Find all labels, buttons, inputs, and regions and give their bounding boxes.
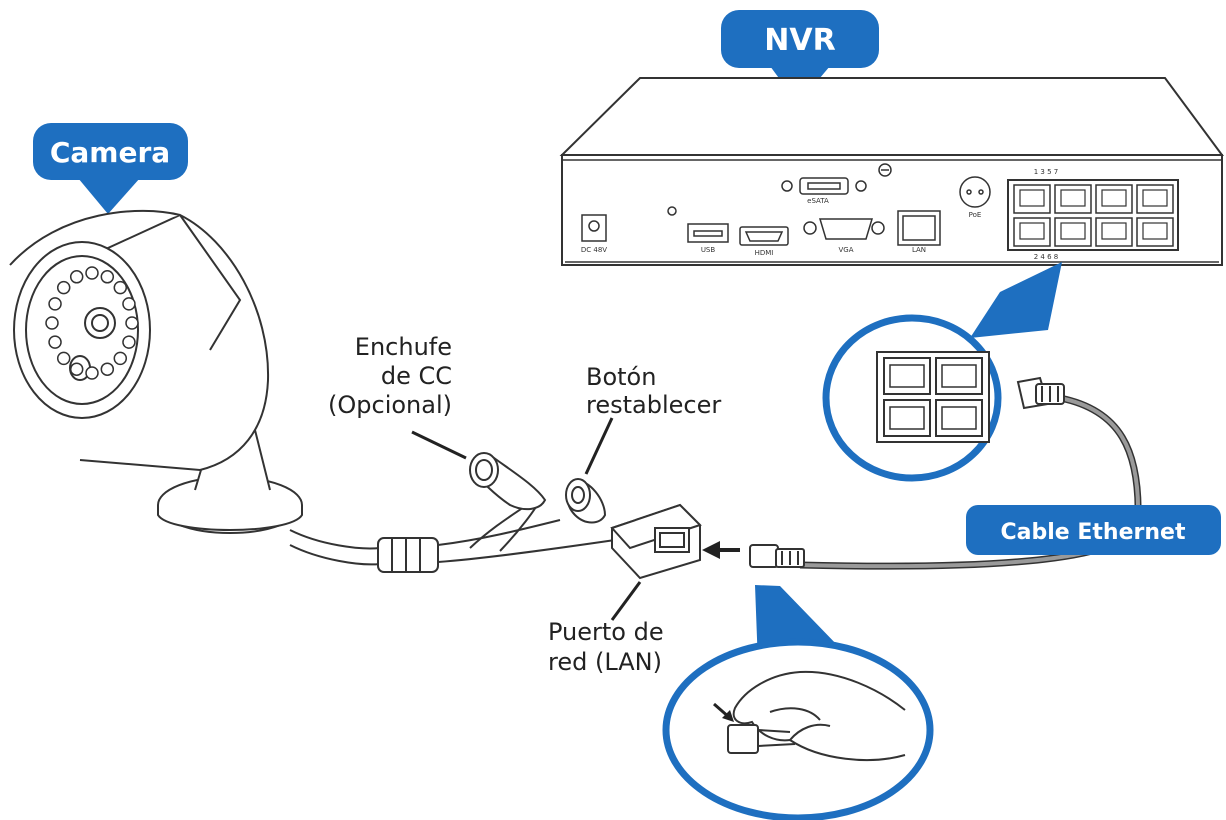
reset-button-connector <box>565 478 607 524</box>
camera-ir-leds <box>45 266 139 380</box>
zoom-port <box>883 399 931 437</box>
cable-ethernet-label: Cable Ethernet <box>1001 520 1186 545</box>
ir-led <box>100 362 115 376</box>
ports-zoom-circle <box>822 262 1062 482</box>
reset-button-label-line1: Botón <box>586 363 656 391</box>
zoom-port <box>883 357 931 395</box>
ethernet-plug-camera-side <box>749 544 805 568</box>
zoom-port <box>935 399 983 437</box>
ir-led <box>56 280 71 295</box>
poe-label: PoE <box>969 211 982 219</box>
nvr-callout: NVR <box>721 10 879 104</box>
poe-bottom-numbers: 2 4 6 8 <box>1034 253 1059 261</box>
dc-plug-label-line2: de CC <box>381 362 452 390</box>
ir-led <box>56 351 71 366</box>
vga-label: VGA <box>838 246 853 254</box>
ir-led <box>113 280 128 295</box>
dc-plug-label-line3: (Opcional) <box>328 391 452 419</box>
cable-ethernet-callout: Cable Ethernet <box>966 505 1221 555</box>
nvr-poe-ports <box>1013 184 1174 247</box>
camera-icon <box>9 209 303 534</box>
zoom-port <box>935 357 983 395</box>
ir-led <box>45 316 59 330</box>
ir-led <box>100 270 115 284</box>
poe-port <box>1013 184 1051 214</box>
poe-port <box>1095 184 1133 214</box>
ir-led <box>69 362 84 376</box>
lan-port-label-line2: red (LAN) <box>548 648 662 676</box>
poe-port <box>1013 217 1051 247</box>
power-label: DC 48V <box>581 246 607 254</box>
dc-plug-connector <box>469 452 547 511</box>
ir-led <box>113 351 128 366</box>
reset-button-label: Botón restablecer <box>586 363 721 419</box>
reset-button-label-line2: restablecer <box>586 391 721 419</box>
ir-led <box>85 266 99 280</box>
poe-port <box>1095 217 1133 247</box>
poe-top-numbers: 1 3 5 7 <box>1034 168 1059 176</box>
poe-port <box>1136 217 1174 247</box>
ir-led <box>69 270 84 284</box>
camera-callout: Camera <box>33 123 188 214</box>
ir-led <box>85 366 99 380</box>
hand-icon <box>713 670 906 761</box>
ir-led <box>48 297 62 311</box>
ethernet-plug-icon <box>1016 376 1065 410</box>
ir-led <box>125 316 139 330</box>
usb-label: USB <box>701 246 716 254</box>
hand-zoom-circle <box>662 585 934 820</box>
zoom-ethernet-ports <box>883 357 983 437</box>
dc-plug-label: Enchufe de CC (Opcional) <box>328 333 452 419</box>
ir-led <box>122 335 136 349</box>
dc-plug-label-line1: Enchufe <box>355 333 452 361</box>
ir-led <box>48 335 62 349</box>
lan-port-label: Puerto de red (LAN) <box>548 618 664 676</box>
nvr-port-labels: eSATA USB HDMI VGA LAN DC 48V PoE 1 3 5 … <box>581 168 1058 261</box>
lan-port-connector <box>610 503 702 580</box>
camera-callout-label: Camera <box>50 136 170 169</box>
poe-port <box>1054 184 1092 214</box>
callout-pointer-lines <box>411 417 642 621</box>
hdmi-label: HDMI <box>755 249 774 257</box>
ir-led <box>122 297 136 311</box>
lan-port-label-line1: Puerto de <box>548 618 664 646</box>
poe-port <box>1136 184 1174 214</box>
arrow-left-icon <box>702 541 740 559</box>
camera-cable <box>289 494 616 573</box>
nvr-callout-label: NVR <box>764 23 835 58</box>
esata-label: eSATA <box>807 197 829 205</box>
lan-port-label: LAN <box>912 246 926 254</box>
poe-port <box>1054 217 1092 247</box>
